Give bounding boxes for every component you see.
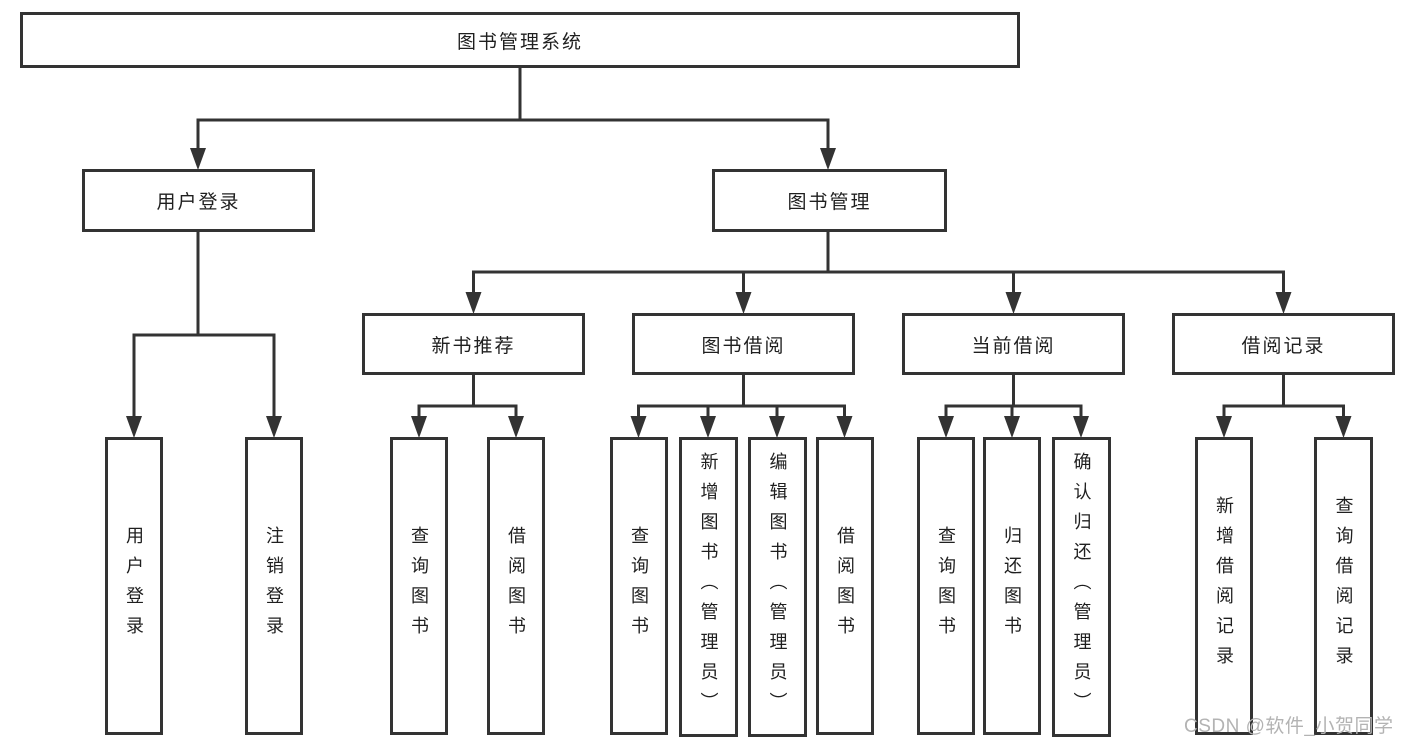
leaf-current-return: 归还图书 (983, 437, 1041, 735)
leaf-logout: 注销登录 (245, 437, 303, 735)
leaf-borrow-edit-admin: 编辑图书（管理员） (748, 437, 807, 737)
node-new-book-recommend: 新书推荐 (362, 313, 585, 375)
leaf-borrow-add-admin-label: 新增图书（管理员） (698, 452, 719, 722)
leaf-records-add: 新增借阅记录 (1195, 437, 1253, 735)
leaf-logout-label: 注销登录 (264, 526, 284, 646)
node-current-borrow-label: 当前借阅 (971, 335, 1056, 357)
leaf-newbook-borrow: 借阅图书 (487, 437, 545, 735)
node-system-root: 图书管理系统 (20, 12, 1020, 68)
node-new-book-recommend-label: 新书推荐 (431, 335, 516, 357)
node-book-management: 图书管理 (712, 169, 947, 232)
watermark: CSDN @软件_小贺同学 (1184, 716, 1394, 737)
leaf-borrow-borrow-label: 借阅图书 (835, 526, 855, 646)
node-system-root-label: 图书管理系统 (456, 31, 583, 53)
leaf-records-query: 查询借阅记录 (1314, 437, 1373, 735)
leaf-records-add-label: 新增借阅记录 (1214, 496, 1234, 676)
node-book-management-label: 图书管理 (787, 192, 872, 213)
node-user-login-label: 用户登录 (156, 192, 241, 213)
node-borrow-records: 借阅记录 (1172, 313, 1395, 375)
leaf-borrow-edit-admin-label: 编辑图书（管理员） (767, 452, 788, 722)
leaf-current-query: 查询图书 (917, 437, 975, 735)
node-book-borrow-label: 图书借阅 (701, 335, 786, 357)
leaf-borrow-query-label: 查询图书 (629, 526, 649, 646)
leaf-newbook-query-label: 查询图书 (409, 526, 429, 646)
leaf-borrow-borrow: 借阅图书 (816, 437, 874, 735)
leaf-user-login: 用户登录 (105, 437, 163, 735)
leaf-user-login-label: 用户登录 (124, 526, 144, 646)
leaf-borrow-query: 查询图书 (610, 437, 668, 735)
leaf-newbook-query: 查询图书 (390, 437, 448, 735)
leaf-newbook-borrow-label: 借阅图书 (506, 526, 526, 646)
node-book-borrow: 图书借阅 (632, 313, 855, 375)
node-user-login: 用户登录 (82, 169, 315, 232)
node-borrow-records-label: 借阅记录 (1241, 335, 1326, 357)
leaf-records-query-label: 查询借阅记录 (1333, 496, 1354, 676)
leaf-current-confirm-admin-label: 确认归还（管理员） (1071, 452, 1092, 722)
leaf-current-return-label: 归还图书 (1002, 526, 1022, 646)
leaf-current-confirm-admin: 确认归还（管理员） (1052, 437, 1111, 737)
node-current-borrow: 当前借阅 (902, 313, 1125, 375)
leaf-borrow-add-admin: 新增图书（管理员） (679, 437, 738, 737)
leaf-current-query-label: 查询图书 (936, 526, 956, 646)
